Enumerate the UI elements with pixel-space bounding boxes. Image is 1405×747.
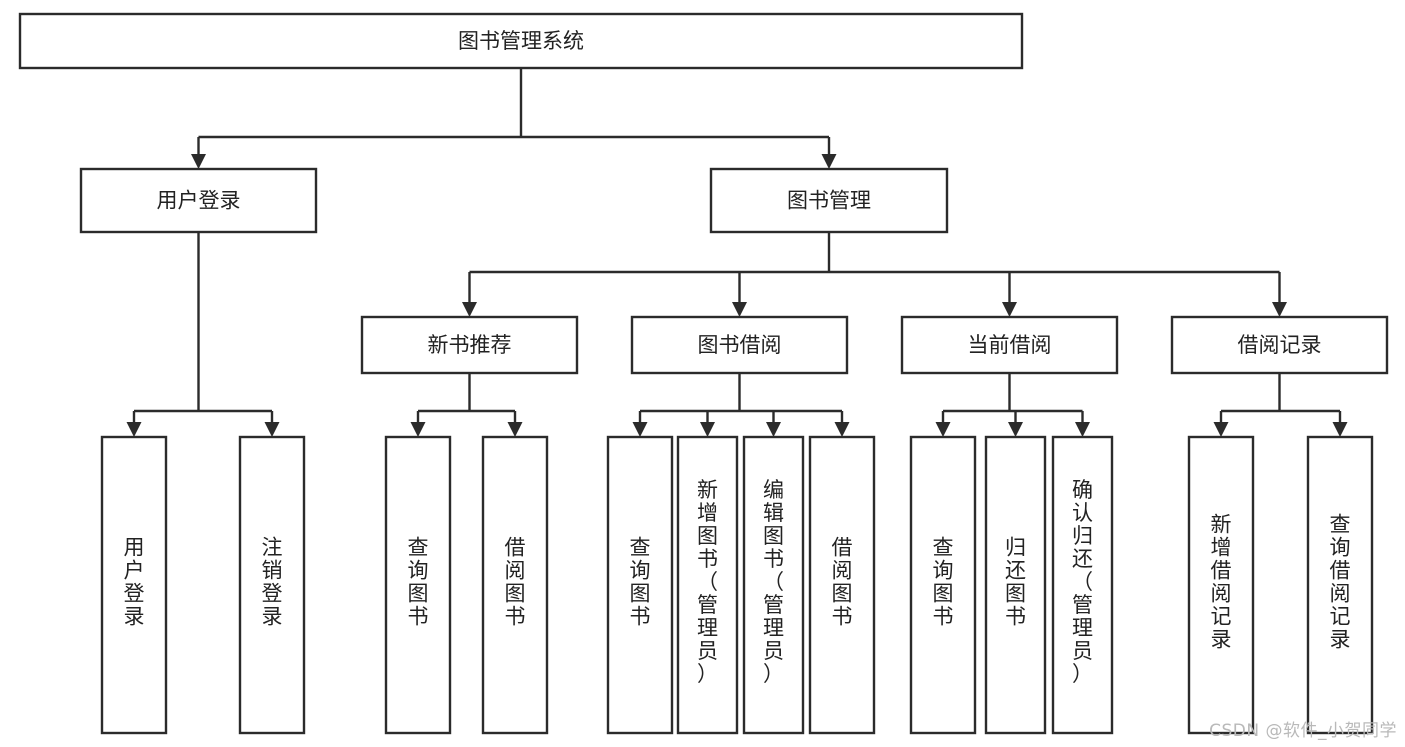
- node-level3-2-label: 当前借阅: [968, 333, 1052, 357]
- arrow-head-icon: [126, 422, 142, 437]
- node-leaf-0[interactable]: 用户登录: [100, 435, 168, 735]
- node-leaf-12-label: 查询借阅记录: [1330, 513, 1351, 652]
- node-leaf-5[interactable]: 新增图书（管理员）: [676, 435, 739, 735]
- arrow-head-icon: [935, 422, 951, 437]
- node-leaf-11-box[interactable]: [1187, 435, 1255, 735]
- node-leaf-6[interactable]: 编辑图书（管理员）: [742, 435, 805, 735]
- node-leaf-8[interactable]: 查询图书: [909, 435, 977, 735]
- nodes-layer: 图书管理系统用户登录图书管理新书推荐图书借阅当前借阅借阅记录用户登录注销登录查询…: [18, 12, 1389, 735]
- node-leaf-6-label: 编辑图书（管理员）: [763, 478, 784, 686]
- node-leaf-4[interactable]: 查询图书: [606, 435, 674, 735]
- node-leaf-3-label: 借阅图书: [505, 536, 526, 629]
- node-level3-0[interactable]: 新书推荐: [360, 315, 579, 375]
- arrow-head-icon: [632, 422, 648, 437]
- node-level2-1-label: 图书管理: [787, 189, 871, 213]
- arrow-head-icon: [834, 422, 850, 437]
- node-leaf-7-box[interactable]: [808, 435, 876, 735]
- arrow-head-icon: [1272, 302, 1287, 317]
- node-level3-3-box[interactable]: [1170, 315, 1389, 375]
- node-root-label: 图书管理系统: [458, 29, 584, 53]
- node-leaf-1-box[interactable]: [238, 435, 306, 735]
- node-leaf-4-label: 查询图书: [630, 536, 651, 629]
- node-root[interactable]: 图书管理系统: [18, 12, 1024, 70]
- arrow-head-icon: [462, 302, 477, 317]
- node-leaf-11[interactable]: 新增借阅记录: [1187, 435, 1255, 735]
- arrow-head-icon: [507, 422, 523, 437]
- node-level2-0[interactable]: 用户登录: [79, 167, 318, 234]
- node-level3-1-box[interactable]: [630, 315, 849, 375]
- node-leaf-7-label: 借阅图书: [832, 536, 853, 629]
- node-leaf-6-box[interactable]: [742, 435, 805, 735]
- node-leaf-9[interactable]: 归还图书: [984, 435, 1047, 735]
- node-level3-2-box[interactable]: [900, 315, 1119, 375]
- arrow-head-icon: [191, 154, 206, 169]
- node-leaf-2-label: 查询图书: [408, 536, 429, 629]
- node-leaf-12-box[interactable]: [1306, 435, 1374, 735]
- node-leaf-2-box[interactable]: [384, 435, 452, 735]
- arrow-head-icon: [1332, 422, 1348, 437]
- arrow-head-icon: [1213, 422, 1229, 437]
- node-level3-1-label: 图书借阅: [698, 333, 782, 357]
- node-leaf-12[interactable]: 查询借阅记录: [1306, 435, 1374, 735]
- arrow-head-icon: [732, 302, 747, 317]
- node-leaf-9-label: 归还图书: [1005, 536, 1026, 629]
- node-level2-0-box[interactable]: [79, 167, 318, 234]
- arrow-head-icon: [766, 422, 781, 437]
- node-level3-3[interactable]: 借阅记录: [1170, 315, 1389, 375]
- node-leaf-11-label: 新增借阅记录: [1211, 513, 1232, 652]
- arrow-head-icon: [821, 154, 837, 169]
- node-leaf-1-label: 注销登录: [262, 536, 283, 629]
- arrow-head-icon: [700, 422, 715, 437]
- arrow-head-icon: [1008, 422, 1023, 437]
- node-leaf-5-label: 新增图书（管理员）: [697, 478, 718, 686]
- arrow-head-icon: [1075, 422, 1090, 437]
- node-leaf-10-box[interactable]: [1051, 435, 1114, 735]
- arrow-head-icon: [1002, 302, 1017, 317]
- node-leaf-3-box[interactable]: [481, 435, 549, 735]
- node-leaf-7[interactable]: 借阅图书: [808, 435, 876, 735]
- node-level3-0-label: 新书推荐: [428, 333, 512, 357]
- arrow-head-icon: [410, 422, 426, 437]
- node-leaf-8-box[interactable]: [909, 435, 977, 735]
- node-leaf-3[interactable]: 借阅图书: [481, 435, 549, 735]
- node-leaf-5-box[interactable]: [676, 435, 739, 735]
- node-leaf-1[interactable]: 注销登录: [238, 435, 306, 735]
- node-leaf-9-box[interactable]: [984, 435, 1047, 735]
- node-leaf-8-label: 查询图书: [933, 536, 954, 629]
- node-leaf-10[interactable]: 确认归还（管理员）: [1051, 435, 1114, 735]
- node-level3-1[interactable]: 图书借阅: [630, 315, 849, 375]
- node-level2-1-box[interactable]: [709, 167, 949, 234]
- arrow-head-icon: [264, 422, 280, 437]
- node-level2-0-label: 用户登录: [157, 189, 241, 213]
- node-leaf-0-box[interactable]: [100, 435, 168, 735]
- node-level3-2[interactable]: 当前借阅: [900, 315, 1119, 375]
- edges-layer: [126, 68, 1348, 437]
- node-leaf-10-label: 确认归还（管理员）: [1072, 478, 1093, 686]
- node-leaf-0-label: 用户登录: [124, 536, 145, 629]
- node-root-box[interactable]: [18, 12, 1024, 70]
- node-leaf-4-box[interactable]: [606, 435, 674, 735]
- node-level2-1[interactable]: 图书管理: [709, 167, 949, 234]
- node-level3-3-label: 借阅记录: [1238, 333, 1322, 357]
- node-level3-0-box[interactable]: [360, 315, 579, 375]
- node-leaf-2[interactable]: 查询图书: [384, 435, 452, 735]
